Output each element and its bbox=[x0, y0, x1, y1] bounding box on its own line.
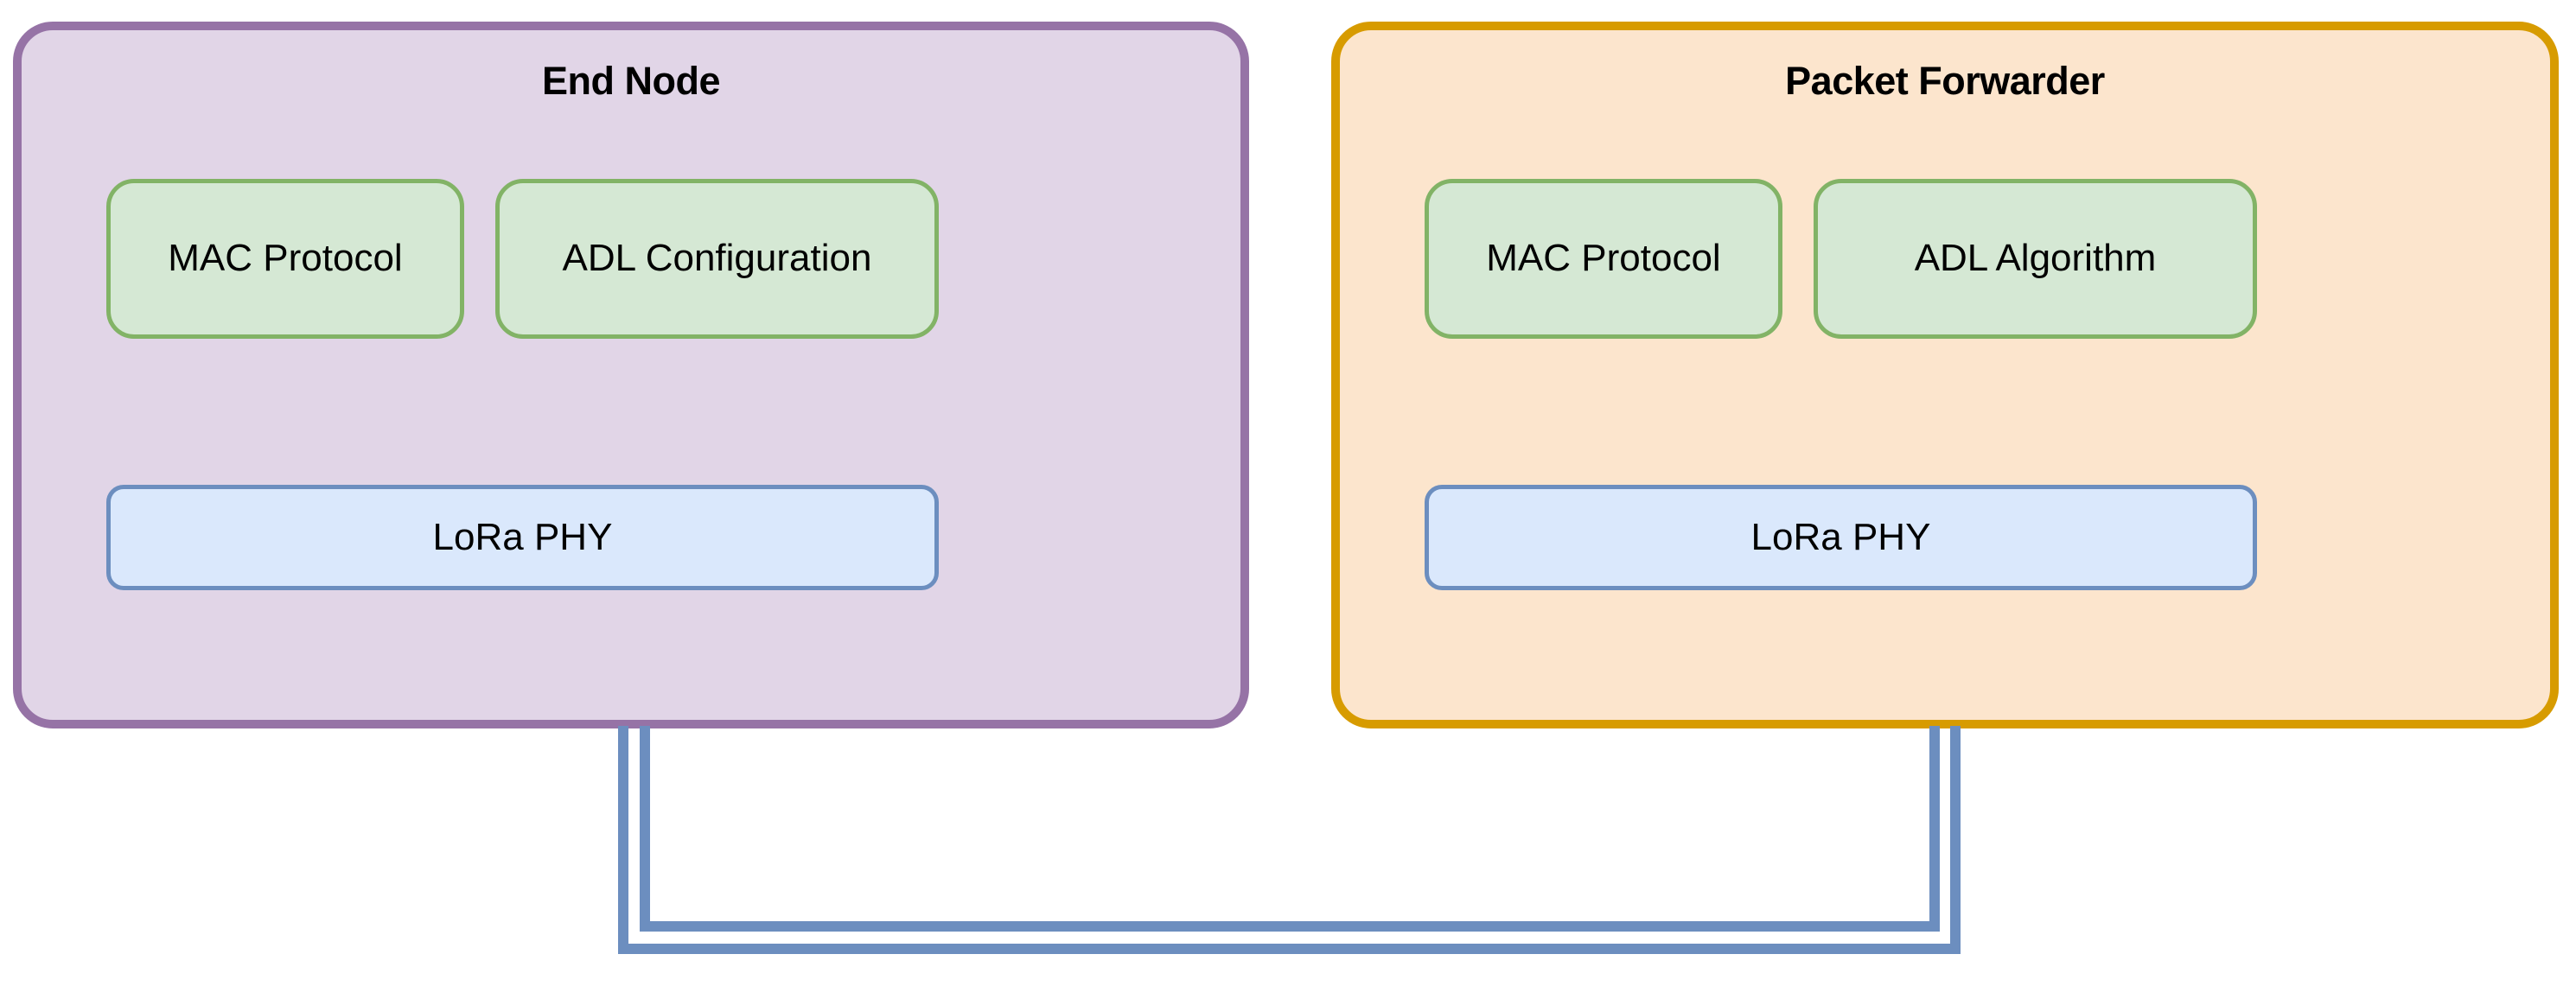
connector-lora-phy-link-segment-inner-bottom bbox=[640, 921, 1940, 932]
container-title-end-node: End Node bbox=[542, 59, 721, 103]
module-label: LoRa PHY bbox=[1750, 515, 1931, 558]
module-label: MAC Protocol bbox=[1486, 237, 1721, 280]
connector-lora-phy-link-segment-inner-left bbox=[640, 726, 650, 932]
module-label: MAC Protocol bbox=[168, 237, 403, 280]
container-end-node[interactable]: End Node bbox=[13, 22, 1249, 728]
module-label: ADL Algorithm bbox=[1914, 237, 2157, 280]
container-title-packet-forwarder: Packet Forwarder bbox=[1785, 59, 2105, 103]
module-end-node-mac-protocol[interactable]: MAC Protocol bbox=[106, 179, 464, 339]
connector-lora-phy-link-segment-inner-right bbox=[1929, 726, 1940, 932]
module-packet-forwarder-mac-protocol[interactable]: MAC Protocol bbox=[1425, 179, 1782, 339]
module-end-node-adl-configuration[interactable]: ADL Configuration bbox=[495, 179, 939, 339]
module-packet-forwarder-adl-algorithm[interactable]: ADL Algorithm bbox=[1814, 179, 2257, 339]
connector-lora-phy-link-segment-outer-bottom bbox=[618, 944, 1961, 954]
module-label: ADL Configuration bbox=[562, 237, 872, 280]
module-label: LoRa PHY bbox=[432, 515, 613, 558]
connector-lora-phy-link-segment-outer-left bbox=[618, 726, 628, 954]
connector-lora-phy-link-segment-outer-right bbox=[1950, 726, 1961, 954]
module-packet-forwarder-lora-phy[interactable]: LoRa PHY bbox=[1425, 485, 2257, 590]
module-end-node-lora-phy[interactable]: LoRa PHY bbox=[106, 485, 939, 590]
container-packet-forwarder[interactable]: Packet Forwarder bbox=[1331, 22, 2559, 728]
